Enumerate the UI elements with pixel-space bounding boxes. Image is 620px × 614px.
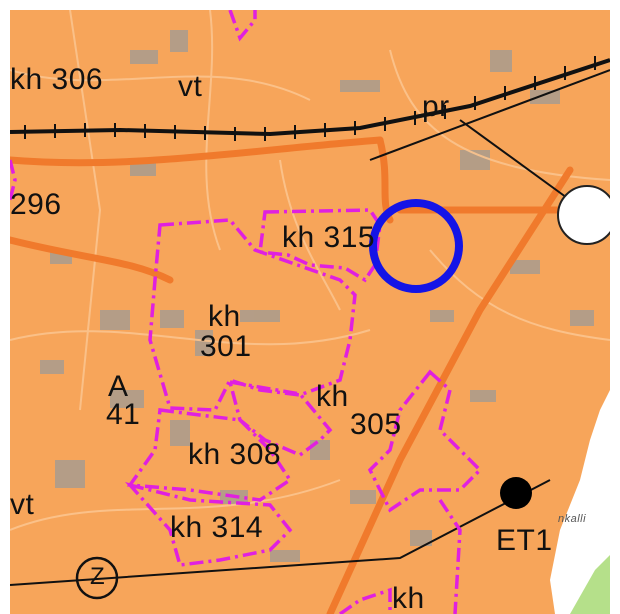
label-kh-bottom: kh [392, 582, 425, 614]
green-area [570, 555, 610, 614]
highlight-ring-marker[interactable] [369, 199, 463, 293]
label-296: 296 [10, 188, 62, 221]
map-viewport[interactable]: kh 306 vt pr 296 kh 315 kh 301 A 41 kh 3… [10, 10, 610, 614]
label-kh315: kh 315 [282, 221, 376, 254]
building-blocks [40, 30, 594, 562]
label-41: 41 [106, 398, 141, 431]
map-canvas[interactable] [10, 10, 610, 614]
z-letter: Z [90, 563, 105, 590]
white-circle-symbol [557, 185, 610, 245]
label-et1: ET1 [496, 524, 553, 557]
main-roads [10, 136, 574, 614]
lake-area [550, 390, 610, 614]
z-circle-symbol [75, 556, 119, 600]
label-vt-left: vt [10, 488, 35, 521]
label-kh305-top: kh [316, 380, 349, 413]
label-kh305-bottom: 305 [350, 408, 402, 441]
label-kh306: kh 306 [10, 63, 104, 96]
railway-line [10, 56, 610, 141]
border-lines [10, 69, 610, 586]
label-lake-name: nkalli [558, 513, 587, 525]
label-kh314: kh 314 [170, 511, 264, 544]
label-a: A [108, 370, 129, 403]
black-dot-symbol [500, 477, 532, 509]
label-kh301-top: kh [208, 300, 241, 333]
zone-boundaries [10, 10, 483, 614]
label-kh308: kh 308 [188, 438, 282, 471]
minor-streets [10, 10, 610, 531]
label-vt-top: vt [178, 70, 203, 103]
label-kh301-bottom: 301 [200, 330, 252, 363]
label-pr: pr [422, 90, 450, 123]
